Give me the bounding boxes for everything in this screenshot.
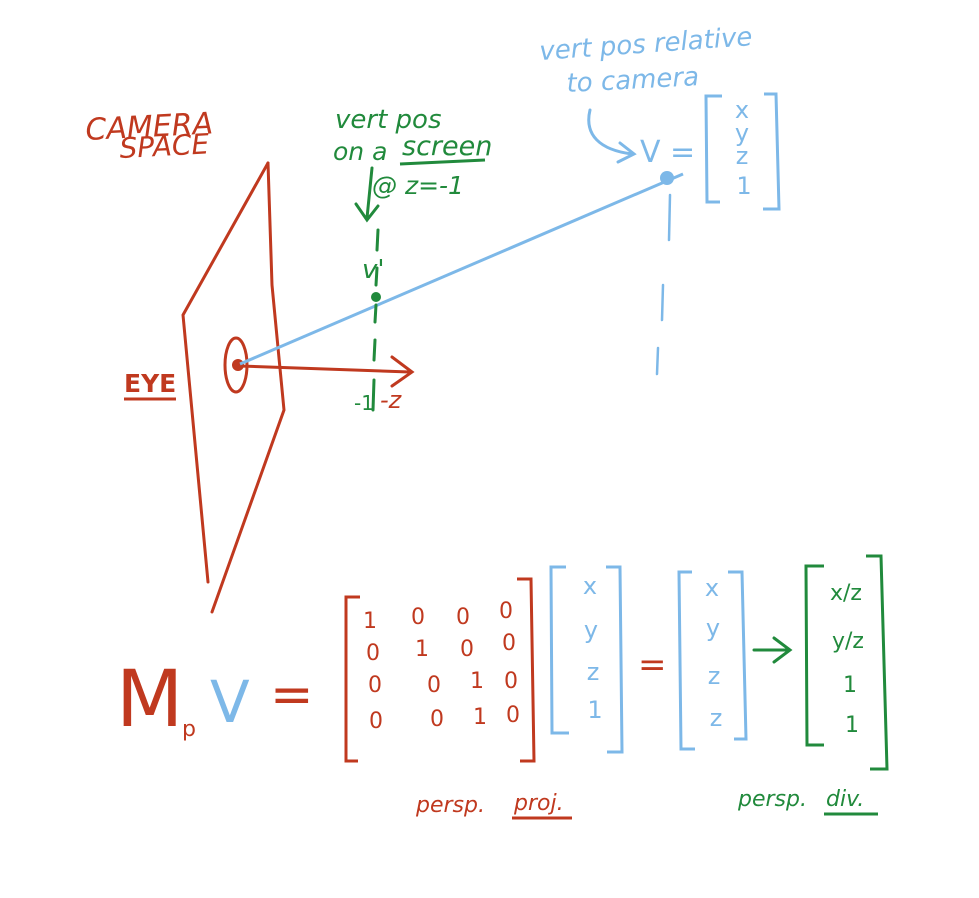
result-vector-entries: x y z z xyxy=(705,574,722,732)
matrix-r2-c3: 0 xyxy=(504,669,518,694)
result-vector-z-bottom: z xyxy=(710,704,723,732)
vertex-depth-line xyxy=(655,193,672,376)
matrix-r0-c2: 0 xyxy=(456,605,470,630)
matrix-r1-c3: 0 xyxy=(502,631,516,656)
camera-space-title-line1: CAMERA xyxy=(85,106,214,148)
divided-vector-y: y/z xyxy=(832,629,864,654)
projection-matrix-brackets xyxy=(344,577,536,763)
v-vector-label: V = xyxy=(640,135,695,170)
minus-z-label: -z xyxy=(380,386,403,414)
eye-to-vertex-ray xyxy=(239,172,684,366)
matrix-r2-c0: 0 xyxy=(368,673,382,698)
matrix-r0-c0: 1 xyxy=(363,609,377,634)
matrix-r1-c1: 1 xyxy=(415,637,429,662)
v-prime-label: v' xyxy=(362,255,385,285)
screen-plane-left-edge xyxy=(181,161,270,584)
persp-div-word: div. xyxy=(826,787,864,812)
result-vector-y: y xyxy=(706,614,720,642)
input-vector-entries: x y z 1 xyxy=(583,572,603,724)
matrix-r1-c0: 0 xyxy=(366,641,380,666)
v-vector-x: x xyxy=(735,96,749,124)
matrix-r1-c2: 0 xyxy=(460,637,474,662)
matrix-r2-c2: 1 xyxy=(470,669,484,694)
matrix-r3-c0: 0 xyxy=(369,709,383,734)
camera-note-line1: vert pos relative xyxy=(538,22,753,67)
equation-equals-2: = xyxy=(638,645,667,685)
screen-note-word: screen xyxy=(402,131,492,162)
v-vector-one: 1 xyxy=(736,172,751,200)
camera-space-title-line2: SPACE xyxy=(119,127,211,165)
screen-plane-right-edge xyxy=(210,161,286,614)
matrix-r3-c3: 0 xyxy=(506,703,520,728)
screen-note-line1: vert pos xyxy=(335,105,442,135)
matrix-r3-c2: 1 xyxy=(473,705,487,730)
vertex-point xyxy=(660,171,674,185)
v-vector-z: z xyxy=(736,142,749,170)
screen-note-at: @ z=-1 xyxy=(372,171,464,200)
persp-proj-word: proj. xyxy=(513,791,564,816)
equation-m: M xyxy=(116,655,183,745)
persp-div-prefix: persp. xyxy=(737,787,807,812)
matrix-r0-c3: 0 xyxy=(499,599,513,624)
matrix-r0-c1: 0 xyxy=(411,605,425,630)
perspective-divide-arrow xyxy=(752,636,793,664)
result-vector-x: x xyxy=(705,574,719,602)
minus-z-axis-arrow xyxy=(238,355,415,388)
v-vector-brackets xyxy=(704,92,781,211)
divided-vector-one-2: 1 xyxy=(845,713,859,738)
matrix-r3-c1: 0 xyxy=(430,707,444,732)
input-vector-one: 1 xyxy=(587,696,602,724)
result-vector-z: z xyxy=(708,662,721,690)
input-vector-z: z xyxy=(587,658,600,686)
divided-vector-brackets xyxy=(804,554,889,771)
camera-note-line2: to camera xyxy=(566,62,700,99)
projection-matrix-entries: 1 0 0 0 0 1 0 0 0 0 1 0 0 0 1 0 xyxy=(363,599,520,734)
screen-word-underline xyxy=(399,158,486,166)
v-vector-entries: x y z 1 xyxy=(735,96,752,200)
matrix-r2-c1: 0 xyxy=(427,673,441,698)
input-vector-brackets xyxy=(549,565,624,754)
divided-vector-x: x/z xyxy=(830,581,862,606)
divided-vector-one-1: 1 xyxy=(843,673,857,698)
camera-note-arrow xyxy=(587,108,637,164)
v-vector-y: y xyxy=(735,119,749,147)
screen-note-down-arrow xyxy=(354,166,380,223)
equation-p-subscript: p xyxy=(182,717,196,742)
input-vector-x: x xyxy=(583,572,597,600)
divided-vector-entries: x/z y/z 1 1 xyxy=(830,581,864,738)
screen-z-minus-one-line xyxy=(371,228,380,412)
persp-proj-prefix: persp. xyxy=(415,793,485,818)
camera-screen-plane xyxy=(181,161,286,614)
screen-note-line2: on a xyxy=(333,137,387,166)
minus-one-label: -1 xyxy=(354,391,374,415)
projected-vertex-point xyxy=(371,292,381,302)
result-vector-brackets xyxy=(677,570,748,751)
input-vector-y: y xyxy=(584,616,598,644)
equation-equals-1: = xyxy=(270,665,314,725)
equation-v: V xyxy=(210,668,250,736)
eye-label: EYE xyxy=(124,369,176,398)
